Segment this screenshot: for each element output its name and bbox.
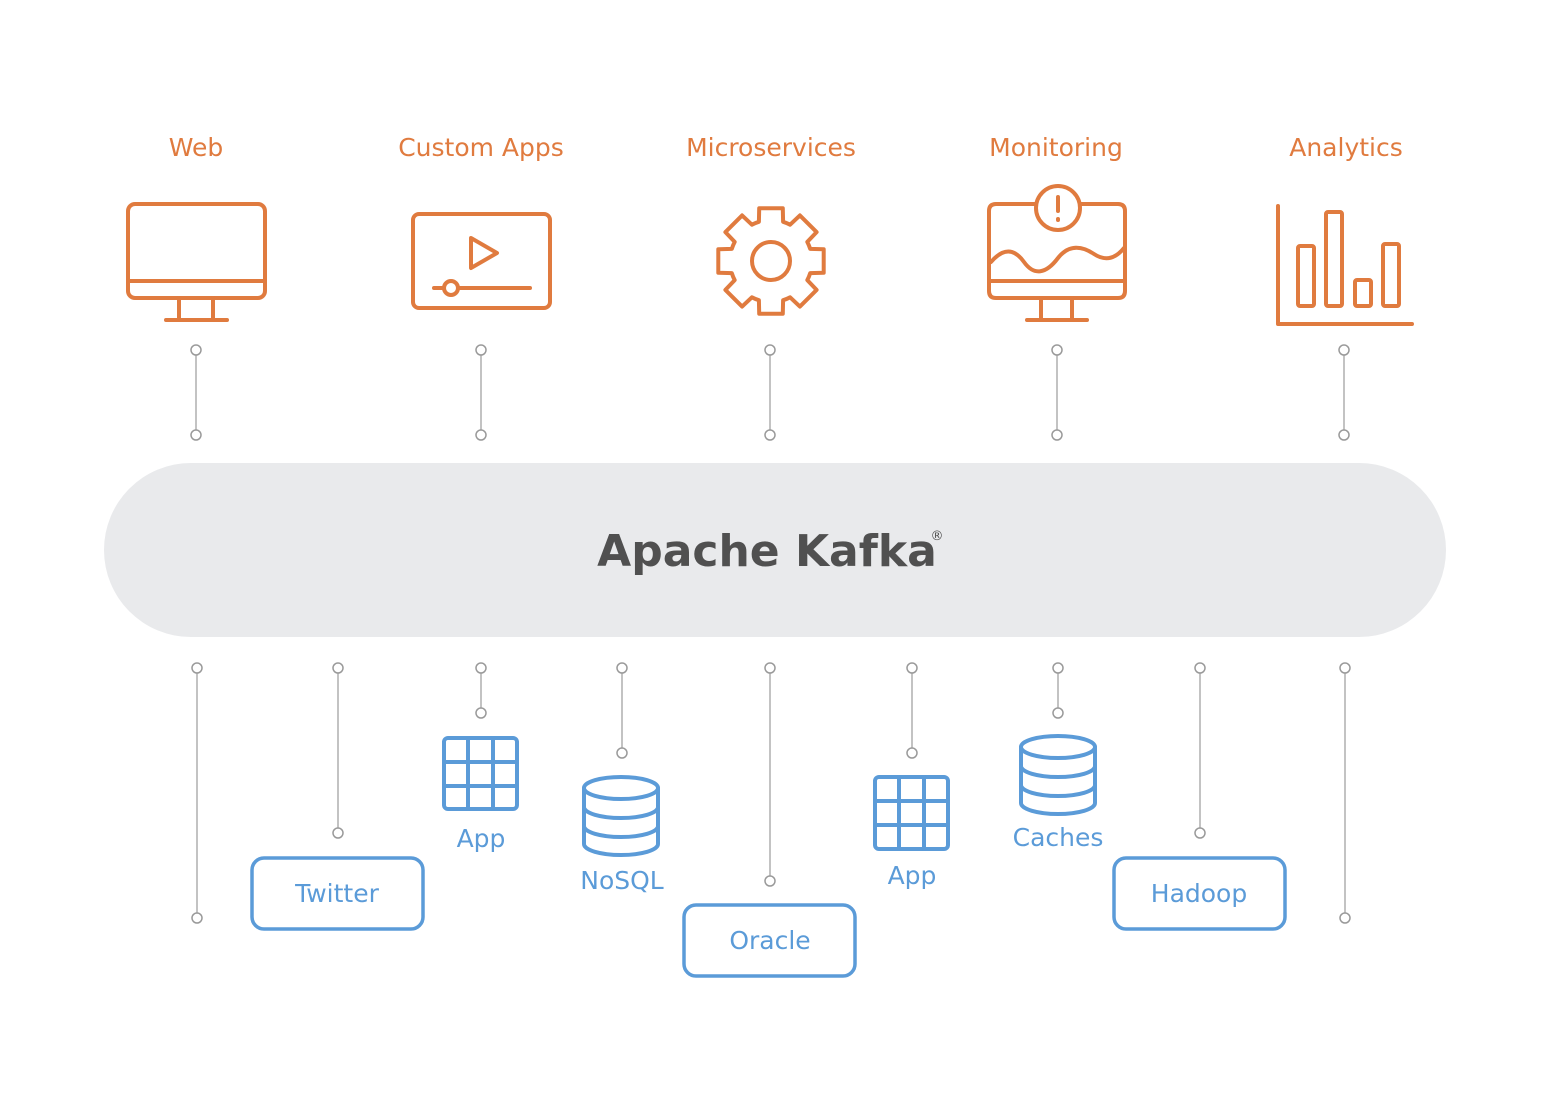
connector-oracle bbox=[764, 662, 776, 887]
grid-table-icon bbox=[442, 736, 519, 811]
connector-microservices bbox=[764, 344, 776, 441]
consumer-label-oracle: Oracle bbox=[729, 926, 810, 955]
consumer-twitter: Twitter bbox=[250, 856, 425, 931]
gear-icon bbox=[716, 206, 826, 316]
connector-hadoop bbox=[1194, 662, 1206, 839]
connector-twitter bbox=[332, 662, 344, 839]
trademark-symbol: ® bbox=[931, 529, 944, 544]
kafka-hub: Apache Kafka ® bbox=[104, 463, 1446, 637]
producer-label-custom-apps: Custom Apps bbox=[398, 133, 564, 162]
producer-label-analytics: Analytics bbox=[1289, 133, 1403, 162]
connector-app-2 bbox=[906, 662, 918, 759]
consumer-label-twitter: Twitter bbox=[294, 879, 380, 908]
producer-label-microservices: Microservices bbox=[686, 133, 856, 162]
consumer-label-caches: Caches bbox=[1013, 823, 1104, 852]
consumer-caches: Caches bbox=[1013, 734, 1104, 852]
connector-analytics bbox=[1338, 344, 1350, 441]
producer-connectors bbox=[190, 344, 1350, 441]
connector-custom-apps bbox=[475, 344, 487, 441]
video-player-icon bbox=[411, 212, 552, 310]
connector-app-1 bbox=[475, 662, 487, 719]
connector-caches bbox=[1052, 662, 1064, 719]
connector-web bbox=[190, 344, 202, 441]
consumer-label-hadoop: Hadoop bbox=[1151, 879, 1247, 908]
connector-right-edge bbox=[1339, 662, 1351, 924]
monitor-alert-icon bbox=[987, 184, 1127, 322]
twitter-box bbox=[250, 856, 425, 931]
consumer-connectors bbox=[191, 662, 1351, 924]
kafka-hub-title: Apache Kafka bbox=[597, 526, 937, 577]
connector-monitoring bbox=[1051, 344, 1063, 441]
connector-nosql bbox=[616, 662, 628, 759]
consumer-label-app-2: App bbox=[888, 861, 937, 890]
consumer-app-1: App bbox=[442, 736, 519, 853]
producer-label-monitoring: Monitoring bbox=[989, 133, 1123, 162]
database-icon bbox=[1019, 734, 1097, 816]
hadoop-box bbox=[1112, 856, 1287, 931]
database-icon bbox=[582, 775, 660, 857]
kafka-hub-pill bbox=[104, 463, 1446, 637]
consumer-oracle: Oracle bbox=[682, 903, 857, 978]
oracle-box bbox=[682, 903, 857, 978]
bar-chart-icon bbox=[1276, 204, 1414, 326]
connector-left-edge bbox=[191, 662, 203, 924]
desktop-monitor-icon bbox=[126, 202, 267, 322]
consumer-label-app-1: App bbox=[457, 824, 506, 853]
consumer-label-nosql: NoSQL bbox=[580, 866, 664, 895]
consumer-app-2: App bbox=[873, 775, 950, 890]
producer-label-web: Web bbox=[169, 133, 224, 162]
grid-table-icon bbox=[873, 775, 950, 851]
consumer-nosql: NoSQL bbox=[580, 775, 664, 895]
consumer-hadoop: Hadoop bbox=[1112, 856, 1287, 931]
